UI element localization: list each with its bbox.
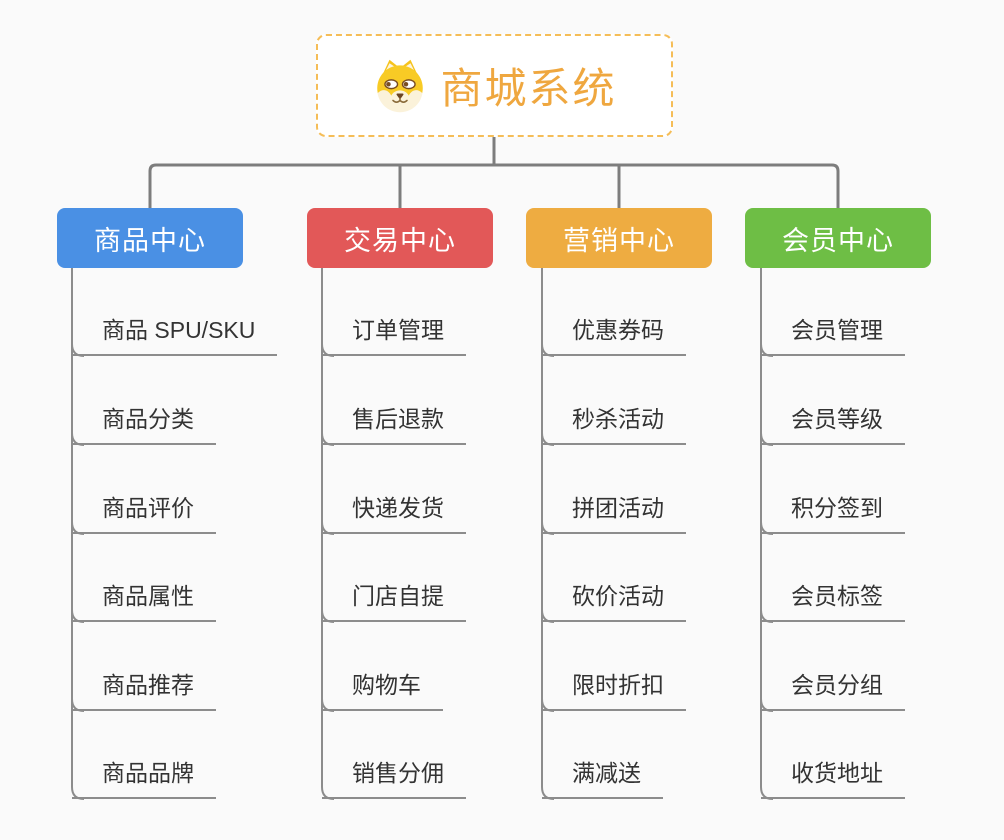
leaf-node-member-center-3[interactable]: 会员标签 xyxy=(761,580,905,622)
leaf-node-trade-center-0[interactable]: 订单管理 xyxy=(322,314,466,356)
leaf-label: 会员分组 xyxy=(761,669,905,711)
leaf-node-product-center-0[interactable]: 商品 SPU/SKU xyxy=(72,314,278,356)
leaf-node-product-center-2[interactable]: 商品评价 xyxy=(72,492,216,534)
branch-label: 交易中心 xyxy=(344,225,456,256)
leaf-node-product-center-3[interactable]: 商品属性 xyxy=(72,580,216,622)
leaf-label: 秒杀活动 xyxy=(542,403,686,445)
root-node[interactable]: 商城系统 xyxy=(316,34,673,137)
leaf-label: 收货地址 xyxy=(761,757,905,799)
branch-node-marketing-center[interactable]: 营销中心 xyxy=(526,208,712,268)
leaf-label: 会员标签 xyxy=(761,580,905,622)
leaf-label: 会员等级 xyxy=(761,403,905,445)
leaf-node-trade-center-1[interactable]: 售后退款 xyxy=(322,403,466,445)
branch-node-trade-center[interactable]: 交易中心 xyxy=(307,208,493,268)
leaf-label: 快递发货 xyxy=(322,492,466,534)
leaf-label: 商品推荐 xyxy=(72,669,216,711)
dog-icon xyxy=(377,59,424,112)
branch-label: 会员中心 xyxy=(782,225,894,256)
leaf-label: 商品 SPU/SKU xyxy=(72,314,278,356)
leaf-label: 商品属性 xyxy=(72,580,216,622)
branch-node-member-center[interactable]: 会员中心 xyxy=(745,208,931,268)
leaf-label: 积分签到 xyxy=(761,492,905,534)
leaf-node-marketing-center-1[interactable]: 秒杀活动 xyxy=(542,403,686,445)
leaf-node-marketing-center-4[interactable]: 限时折扣 xyxy=(542,669,686,711)
leaf-node-marketing-center-0[interactable]: 优惠券码 xyxy=(542,314,686,356)
leaf-node-product-center-5[interactable]: 商品品牌 xyxy=(72,757,216,799)
leaf-node-trade-center-5[interactable]: 销售分佣 xyxy=(322,757,466,799)
leaf-label: 拼团活动 xyxy=(542,492,686,534)
leaf-label: 购物车 xyxy=(322,669,443,711)
leaf-label: 商品分类 xyxy=(72,403,216,445)
branch-node-product-center[interactable]: 商品中心 xyxy=(57,208,243,268)
leaf-label: 砍价活动 xyxy=(542,580,686,622)
leaf-label: 销售分佣 xyxy=(322,757,466,799)
leaf-label: 优惠券码 xyxy=(542,314,686,356)
leaf-label: 订单管理 xyxy=(322,314,466,356)
leaf-node-member-center-0[interactable]: 会员管理 xyxy=(761,314,905,356)
leaf-label: 门店自提 xyxy=(322,580,466,622)
leaf-node-trade-center-2[interactable]: 快递发货 xyxy=(322,492,466,534)
leaf-label: 售后退款 xyxy=(322,403,466,445)
leaf-node-member-center-1[interactable]: 会员等级 xyxy=(761,403,905,445)
leaf-label: 满减送 xyxy=(542,757,663,799)
leaf-node-member-center-4[interactable]: 会员分组 xyxy=(761,669,905,711)
leaf-label: 商品品牌 xyxy=(72,757,216,799)
leaf-node-marketing-center-2[interactable]: 拼团活动 xyxy=(542,492,686,534)
leaf-node-marketing-center-5[interactable]: 满减送 xyxy=(542,757,663,799)
branch-label: 商品中心 xyxy=(94,225,206,256)
leaf-node-member-center-2[interactable]: 积分签到 xyxy=(761,492,905,534)
leaf-node-trade-center-4[interactable]: 购物车 xyxy=(322,669,443,711)
leaf-node-product-center-4[interactable]: 商品推荐 xyxy=(72,669,216,711)
branch-label: 营销中心 xyxy=(563,225,675,256)
leaf-node-trade-center-3[interactable]: 门店自提 xyxy=(322,580,466,622)
leaf-label: 会员管理 xyxy=(761,314,905,356)
leaf-label: 限时折扣 xyxy=(542,669,686,711)
leaf-node-marketing-center-3[interactable]: 砍价活动 xyxy=(542,580,686,622)
leaf-label: 商品评价 xyxy=(72,492,216,534)
leaf-node-product-center-1[interactable]: 商品分类 xyxy=(72,403,216,445)
leaf-node-member-center-5[interactable]: 收货地址 xyxy=(761,757,905,799)
root-title: 商城系统 xyxy=(440,65,617,112)
